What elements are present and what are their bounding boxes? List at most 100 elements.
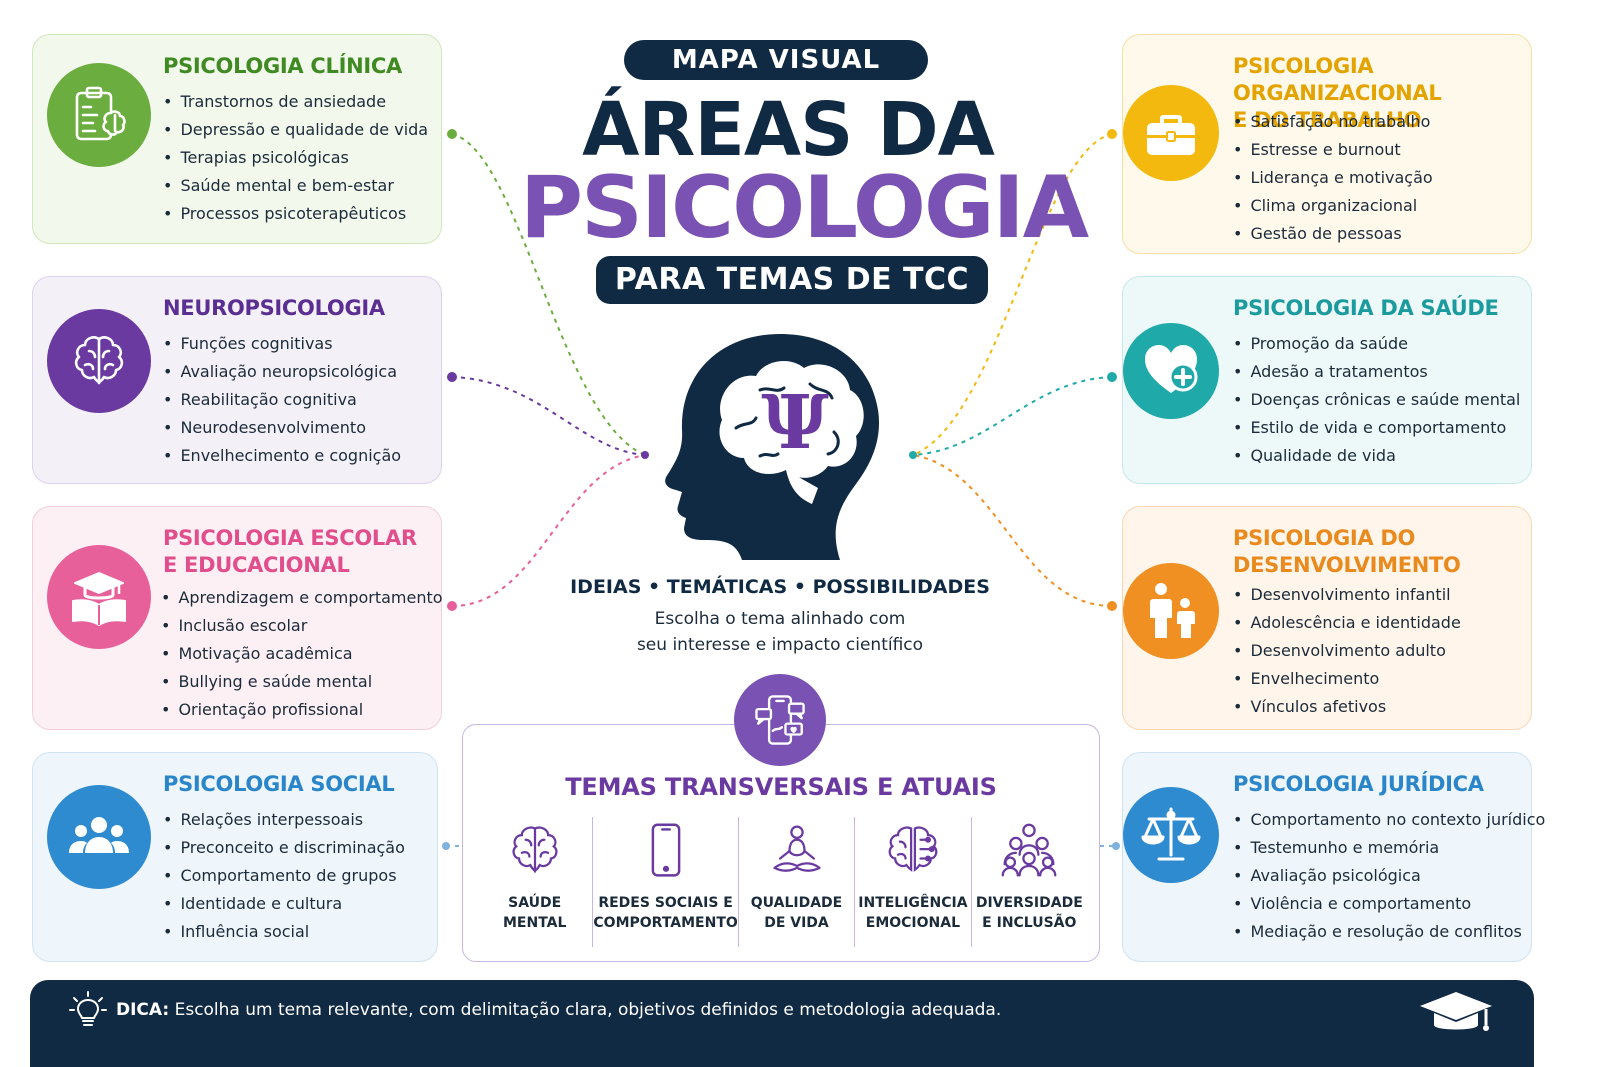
list-item: Avaliação psicológica (1233, 862, 1545, 890)
list-item: Adolescência e identidade (1233, 609, 1460, 637)
card-title: PSICOLOGIA DA SAÚDE (1233, 296, 1499, 320)
graduation-book-icon (47, 545, 151, 649)
list-item: Motivação acadêmica (161, 640, 443, 668)
center-description: Escolha o tema alinhado com seu interess… (580, 606, 980, 658)
list-item: Reabilitação cognitiva (163, 386, 401, 414)
card-title: TEMAS TRANSVERSAIS E ATUAIS (565, 773, 997, 801)
list-item: Depressão e qualidade de vida (163, 116, 428, 144)
topic-list: Relações interpessoais Preconceito e dis… (163, 806, 405, 946)
list-item: Funções cognitivas (163, 330, 401, 358)
topic-list: Satisfação no trabalho Estresse e burnou… (1233, 108, 1433, 248)
smartphone-icon (651, 823, 680, 877)
tip-text: DICA: Escolha um tema relevante, com del… (116, 1000, 1001, 1020)
item-label: DIVERSIDADE E INCLUSÃO (975, 895, 1083, 931)
card-psicologia-escolar: PSICOLOGIA ESCOLAR E EDUCACIONAL Aprendi… (32, 506, 443, 730)
list-item: Clima organizacional (1233, 192, 1433, 220)
topic-list: Transtornos de ansiedade Depressão e qua… (163, 88, 428, 228)
topic-list: Comportamento no contexto jurídico Teste… (1233, 806, 1545, 946)
list-item: Desenvolvimento infantil (1233, 581, 1461, 609)
lightbulb-icon (69, 991, 107, 1026)
topic-list: Funções cognitivas Avaliação neuropsicol… (163, 330, 401, 470)
list-item: Orientação profissional (161, 696, 443, 724)
card-title: PSICOLOGIA ESCOLAR E EDUCACIONAL (163, 525, 417, 579)
brain-circuit-icon (888, 826, 938, 872)
transversal-item-qualidade-vida: QUALIDADE DE VIDA (739, 817, 856, 947)
clipboard-brain-icon (47, 63, 151, 167)
card-title-line-2: DESENVOLVIMENTO (1233, 553, 1461, 577)
transversal-item-redes-sociais: REDES SOCIAIS E COMPORTAMENTO (593, 817, 739, 947)
list-item: Estilo de vida e comportamento (1233, 414, 1520, 442)
list-item: Relações interpessoais (163, 806, 405, 834)
title-line-1: ÁREAS DA (582, 87, 995, 173)
list-item: Comportamento no contexto jurídico (1233, 806, 1545, 834)
list-item: Doenças crônicas e saúde mental (1233, 386, 1520, 414)
list-item: Promoção da saúde (1233, 330, 1520, 358)
list-item: Avaliação neuropsicológica (163, 358, 401, 386)
transversal-items: SAÚDE MENTAL REDES SOCIAIS E COMPORTAMEN… (477, 817, 1087, 947)
tip-bar: DICA: Escolha um tema relevante, com del… (30, 980, 1534, 1067)
list-item: Saúde mental e bem-estar (163, 172, 428, 200)
graduation-cap-icon (1420, 992, 1492, 1031)
list-item: Satisfação no trabalho (1233, 108, 1433, 136)
list-item: Testemunho e memória (1233, 834, 1545, 862)
card-psicologia-clinica: PSICOLOGIA CLÍNICA Transtornos de ansied… (32, 34, 442, 244)
card-title-line-1: PSICOLOGIA ESCOLAR (163, 526, 417, 550)
card-title: PSICOLOGIA JURÍDICA (1233, 772, 1484, 796)
adult-child-icon (1123, 563, 1219, 659)
list-item: Vínculos afetivos (1233, 693, 1461, 721)
list-item: Transtornos de ansiedade (163, 88, 428, 116)
center-tagline: IDEIAS • TEMÁTICAS • POSSIBILIDADES (570, 576, 990, 598)
list-item: Influência social (163, 918, 405, 946)
title-line-2: PSICOLOGIA (520, 158, 1089, 258)
card-psicologia-saude: PSICOLOGIA DA SAÚDE Promoção da saúde Ad… (1122, 276, 1532, 484)
card-psicologia-juridica: PSICOLOGIA JURÍDICA Comportamento no con… (1122, 752, 1545, 962)
list-item: Envelhecimento e cognição (163, 442, 401, 470)
list-item: Inclusão escolar (161, 612, 443, 640)
list-item: Liderança e motivação (1233, 164, 1432, 192)
card-title-line-1: PSICOLOGIA ORGANIZACIONAL (1233, 54, 1442, 105)
transversal-item-saude-mental: SAÚDE MENTAL (477, 817, 594, 947)
item-label: SAÚDE MENTAL (502, 895, 567, 931)
center-line-1: Escolha o tema alinhado com (654, 609, 906, 629)
list-item: Envelhecimento (1233, 665, 1461, 693)
tip-content: Escolha um tema relevante, com delimitaç… (169, 1000, 1002, 1020)
transversal-item-diversidade: DIVERSIDADE E INCLUSÃO (972, 817, 1087, 947)
head-profile-icon: Ψ (665, 334, 880, 560)
group-icon (47, 785, 151, 889)
tip-label: DICA: (116, 1000, 170, 1020)
header-pill-mapa-visual: MAPA VISUAL (624, 40, 928, 80)
list-item: Identidade e cultura (163, 890, 405, 918)
card-title: PSICOLOGIA SOCIAL (163, 772, 395, 796)
card-psicologia-desenvolvimento: PSICOLOGIA DO DESENVOLVIMENTO Desenvolvi… (1122, 506, 1532, 730)
topic-list: Desenvolvimento infantil Adolescência e … (1233, 581, 1461, 721)
list-item: Adesão a tratamentos (1233, 358, 1520, 386)
card-title-line-1: PSICOLOGIA DO (1233, 526, 1416, 550)
card-title: PSICOLOGIA DO DESENVOLVIMENTO (1233, 525, 1461, 579)
card-title: NEUROPSICOLOGIA (163, 296, 385, 320)
list-item: Estresse e burnout (1233, 136, 1433, 164)
people-icon (1001, 823, 1057, 877)
list-item: Aprendizagem e comportamento (161, 584, 442, 612)
item-label: REDES SOCIAIS E COMPORTAMENTO (593, 895, 738, 931)
center-line-2: seu interesse e impacto científico (636, 635, 924, 655)
transversal-item-inteligencia-emocional: INTELIGÊNCIA EMOCIONAL (855, 817, 972, 947)
card-title-line-2: E EDUCACIONAL (163, 553, 350, 577)
heart-plus-icon (1123, 323, 1219, 419)
list-item: Gestão de pessoas (1233, 220, 1433, 248)
topic-list: Promoção da saúde Adesão a tratamentos D… (1233, 330, 1520, 470)
smartphone-chat-icon (734, 674, 826, 766)
list-item: Qualidade de vida (1233, 442, 1520, 470)
brain-icon (47, 309, 151, 413)
list-item: Bullying e saúde mental (161, 668, 443, 696)
card-neuropsicologia: NEUROPSICOLOGIA Funções cognitivas Avali… (32, 276, 442, 484)
topic-list: Aprendizagem e comportamento Inclusão es… (161, 584, 443, 724)
list-item: Mediação e resolução de conflitos (1233, 918, 1545, 946)
list-item: Violência e comportamento (1233, 890, 1545, 918)
psi-symbol: Ψ (761, 380, 829, 466)
list-item: Neurodesenvolvimento (163, 414, 401, 442)
header-pill-tcc: PARA TEMAS DE TCC (596, 256, 988, 304)
list-item: Desenvolvimento adulto (1233, 637, 1461, 665)
list-item: Processos psicoterapêuticos (163, 200, 428, 228)
briefcase-icon (1123, 85, 1219, 181)
